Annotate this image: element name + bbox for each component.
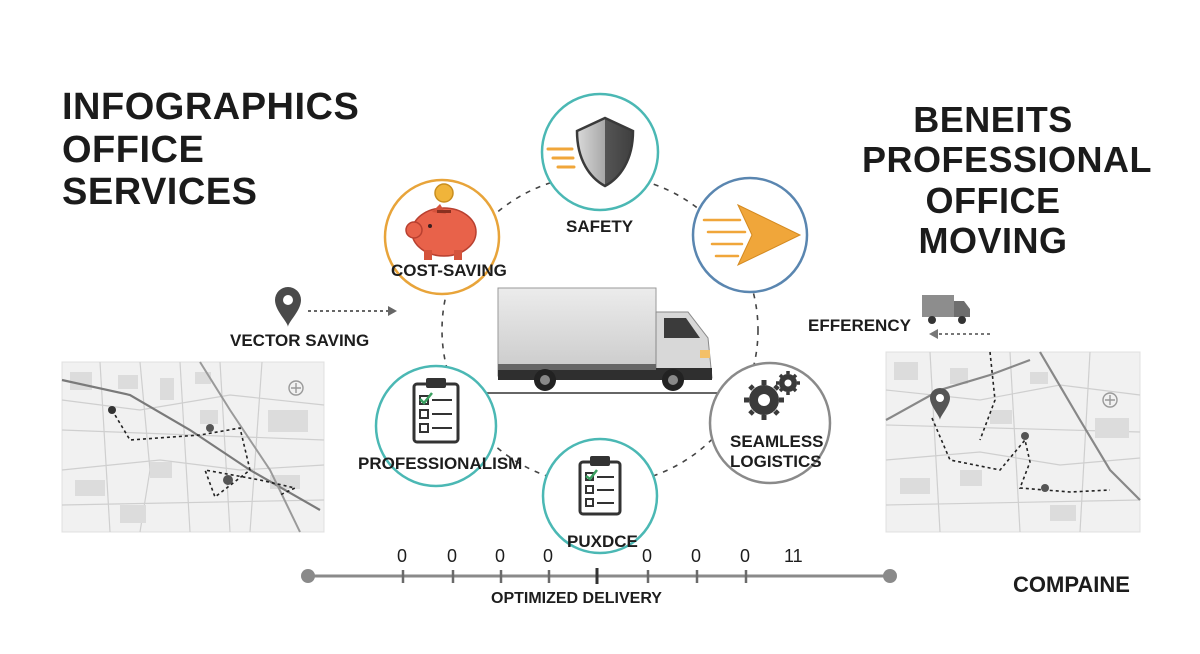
safety-node [540, 92, 660, 212]
cost-saving-node [383, 178, 501, 296]
cost-saving-label: COST-SAVING [391, 261, 507, 280]
compaine-label: COMPAINE [1013, 572, 1130, 597]
timeline-mark: 0 [543, 546, 554, 566]
speed-node [691, 176, 809, 294]
title-right-line2: PROFESSIONAL [862, 139, 1153, 181]
right-map [885, 351, 1141, 533]
title-left-line2: OFFICE [62, 128, 205, 171]
gears-icon [744, 371, 800, 420]
arrow-icon [736, 203, 802, 267]
timeline-mark: 0 [691, 546, 702, 566]
clipboard-icon [412, 378, 460, 444]
timeline-mark: 11 [784, 546, 803, 566]
puxdce-node [541, 437, 659, 555]
vector-saving-label: VECTOR SAVING [230, 331, 370, 350]
seamless-label-line2: LOGISTICS [730, 452, 822, 471]
timeline-label: OPTIMIZED DELIVERY [491, 590, 662, 607]
timeline-mark: 0 [447, 546, 458, 566]
professionalism-node [374, 364, 498, 488]
shield-icon [575, 116, 635, 188]
clipboard-icon [578, 456, 622, 516]
title-right-line1: BENEITS [913, 99, 1073, 140]
title-left-line1: INFOGRAPHICS [62, 86, 360, 128]
seamless-logistics-label: SEAMLESS LOGISTICS [730, 432, 824, 472]
coin-icon [434, 183, 454, 203]
title-right-line3: OFFICE MOVING [918, 179, 1068, 261]
title-left: INFOGRAPHICS OFFICE SERVICES [62, 86, 359, 214]
title-right: BENEITS PROFESSIONAL OFFICE MOVING [862, 99, 1153, 261]
left-map [61, 361, 325, 533]
truck-icon [922, 295, 990, 339]
professionalism-label: PROFESSIONALISM [358, 454, 523, 473]
safety-label: SAFETY [566, 217, 634, 236]
title-left-line3: SERVICES [62, 171, 258, 214]
timeline [301, 568, 897, 584]
timeline-mark: 0 [397, 546, 408, 566]
map-pin-icon [930, 388, 950, 420]
timeline-mark: 0 [740, 546, 751, 566]
effeency-label: EFFERENCY [808, 316, 911, 335]
timeline-mark: 0 [642, 546, 653, 566]
seamless-label-line1: SEAMLESS [730, 432, 824, 451]
truck-icon [497, 287, 713, 391]
map-pin-icon [275, 287, 397, 327]
piggy-bank-icon [405, 204, 477, 260]
puxdce-label: PUXDCE [567, 532, 638, 551]
timeline-mark: 0 [495, 546, 506, 566]
seamless-logistics-node [708, 361, 832, 485]
